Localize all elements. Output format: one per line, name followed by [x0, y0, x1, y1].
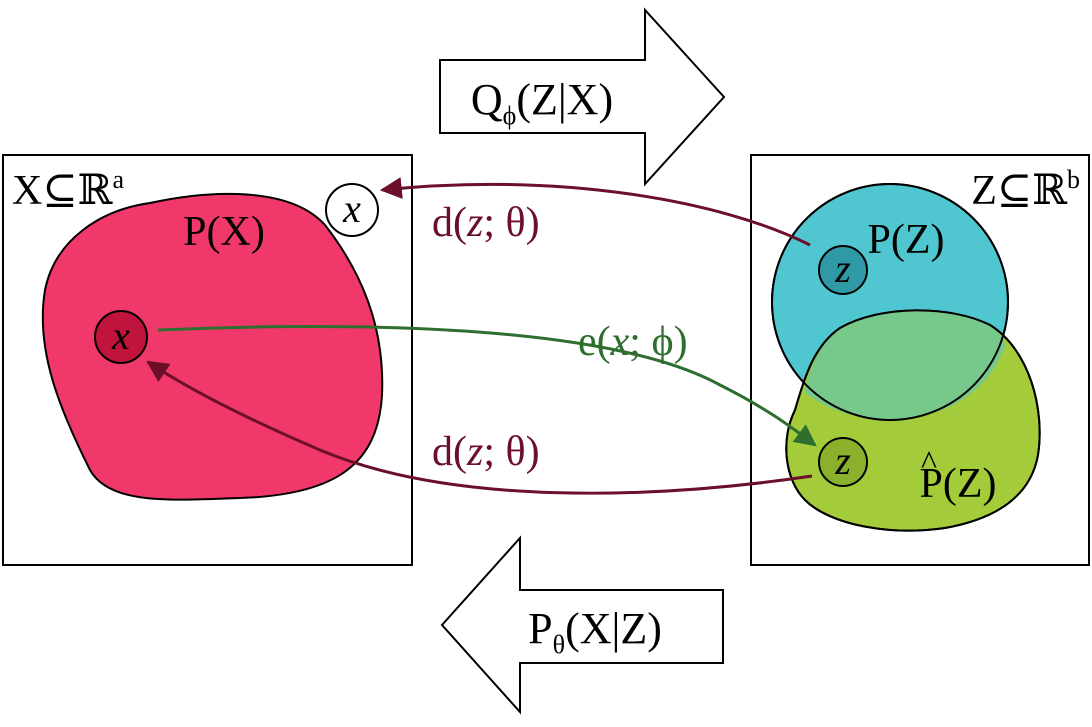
prior-sample-label: z: [834, 246, 851, 291]
data-space-label: X⊆ℝ: [12, 168, 114, 214]
data-space-box: X⊆ℝa P(X) x x: [2, 154, 413, 566]
data-space-dim: a: [112, 165, 124, 194]
generated-sample-label: x: [342, 186, 361, 231]
data-sample-circle: [94, 310, 148, 364]
svg-text:Z⊆ℝb: Z⊆ℝb: [971, 165, 1080, 214]
generated-sample-circle: [325, 183, 379, 237]
latent-space-label: Z⊆ℝ: [971, 168, 1068, 214]
encoder-distribution-arrow: Qϕ(Z|X): [439, 7, 726, 187]
encoder-dist-sub: ϕ: [503, 101, 517, 130]
encoder-dist-main: Q: [471, 75, 503, 124]
encoder-prefix: e(: [578, 319, 611, 365]
decoder-dist-rest: (X|Z): [565, 604, 662, 653]
encoder-edge: [157, 325, 817, 447]
encoder-var: x: [610, 319, 630, 365]
latent-space-dim: b: [1067, 165, 1080, 194]
svg-text:d(z; θ): d(z; θ): [432, 429, 540, 475]
decoder-bottom-var: z: [466, 429, 483, 475]
data-distribution-region: [41, 192, 384, 501]
overlap-region: [804, 310, 1005, 420]
svg-text:d(z; θ): d(z; θ): [432, 200, 540, 246]
encoder-suffix: ; ϕ): [629, 319, 687, 365]
posterior-sample-circle: [818, 437, 868, 487]
decoder-bottom-suffix: ; θ): [483, 429, 539, 475]
latent-space-box: Z⊆ℝb P(Z) P(Z) ^ z z: [750, 154, 1090, 566]
decoder-edge-posterior: [146, 360, 813, 495]
svg-text:Qϕ(Z|X): Qϕ(Z|X): [471, 75, 613, 130]
posterior-hat-mark: ^: [921, 445, 937, 482]
decoder-top-var: z: [466, 200, 483, 246]
encoder-dist-rest: (Z|X): [516, 75, 613, 124]
decoder-dist-main: P: [528, 604, 552, 653]
decoder-top-prefix: d(: [432, 200, 467, 246]
svg-text:e(x; ϕ): e(x; ϕ): [578, 319, 688, 365]
posterior-distribution-label: P(Z): [920, 461, 997, 507]
decoder-top-suffix: ; θ): [483, 200, 539, 246]
prior-distribution-label: P(Z): [868, 217, 945, 263]
data-distribution-label: P(X): [183, 209, 265, 255]
svg-text:Pθ(X|Z): Pθ(X|Z): [528, 604, 662, 659]
decoder-distribution-arrow: Pθ(X|Z): [440, 535, 724, 715]
data-sample-label: x: [111, 313, 130, 358]
posterior-sample-label: z: [834, 438, 851, 483]
decoder-bottom-prefix: d(: [432, 429, 467, 475]
decoder-edge-prior: [379, 177, 811, 247]
svg-text:X⊆ℝa: X⊆ℝa: [12, 165, 124, 214]
decoder-dist-sub: θ: [553, 630, 565, 659]
prior-sample-circle: [818, 245, 868, 295]
